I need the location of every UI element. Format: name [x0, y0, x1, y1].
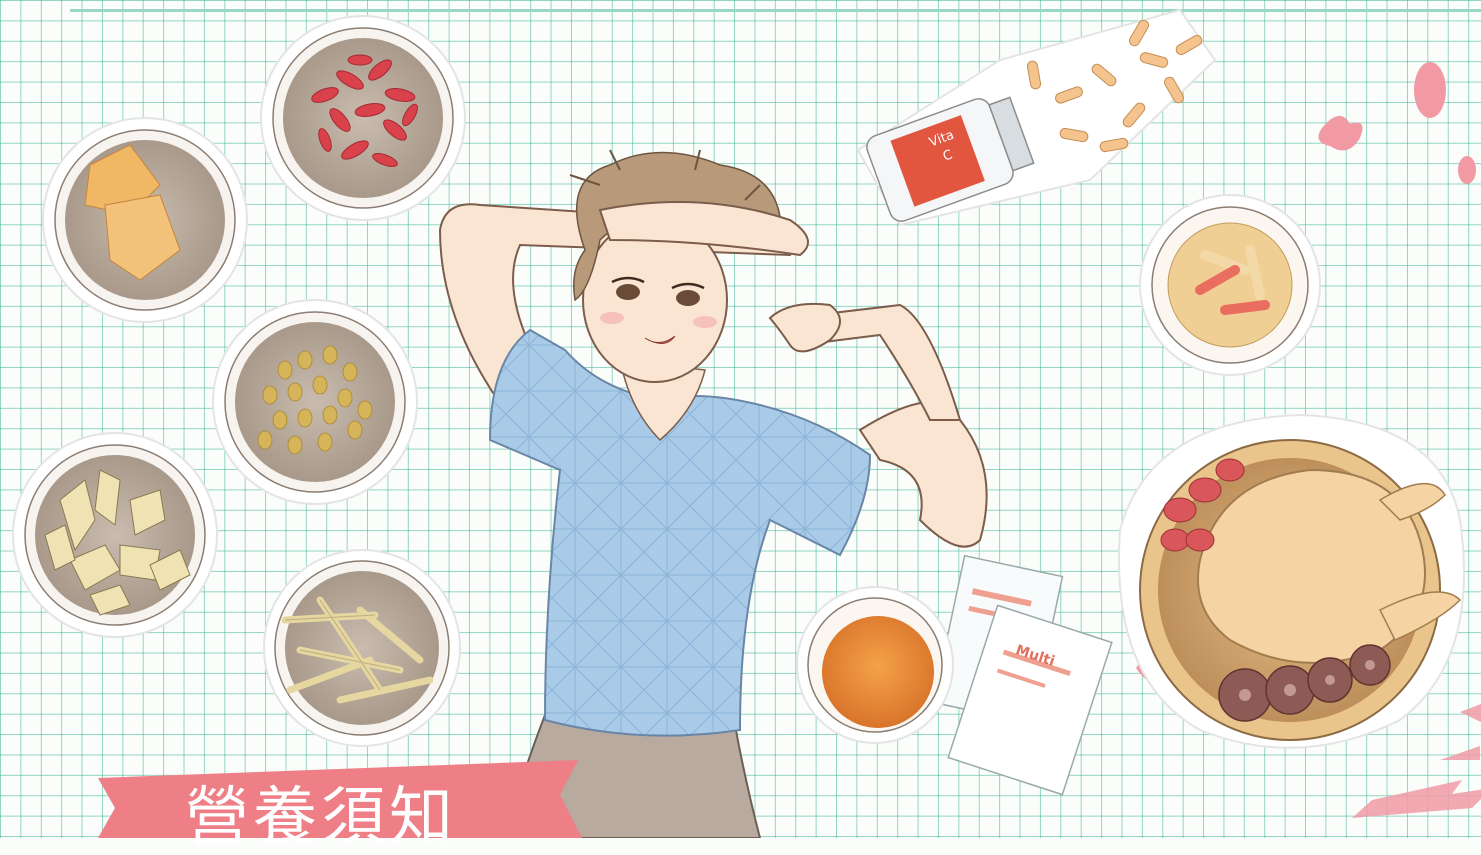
character-illustration	[438, 149, 988, 838]
vitamin-bottle	[856, 8, 1217, 227]
top-border-line	[70, 0, 1481, 12]
sliced-root-bowl	[42, 117, 248, 323]
seed-bowl	[212, 299, 418, 505]
chicken-soup-pot	[1118, 413, 1465, 749]
title-banner-shape	[98, 760, 582, 838]
herbal-soup-bowl	[1139, 194, 1321, 376]
tea-and-packets	[796, 554, 1113, 796]
dried-slice-bowl	[12, 432, 218, 638]
title-banner-text: 營養須知	[185, 781, 457, 855]
goji-berry-bowl	[260, 15, 466, 221]
root-stick-bowl	[263, 549, 461, 747]
